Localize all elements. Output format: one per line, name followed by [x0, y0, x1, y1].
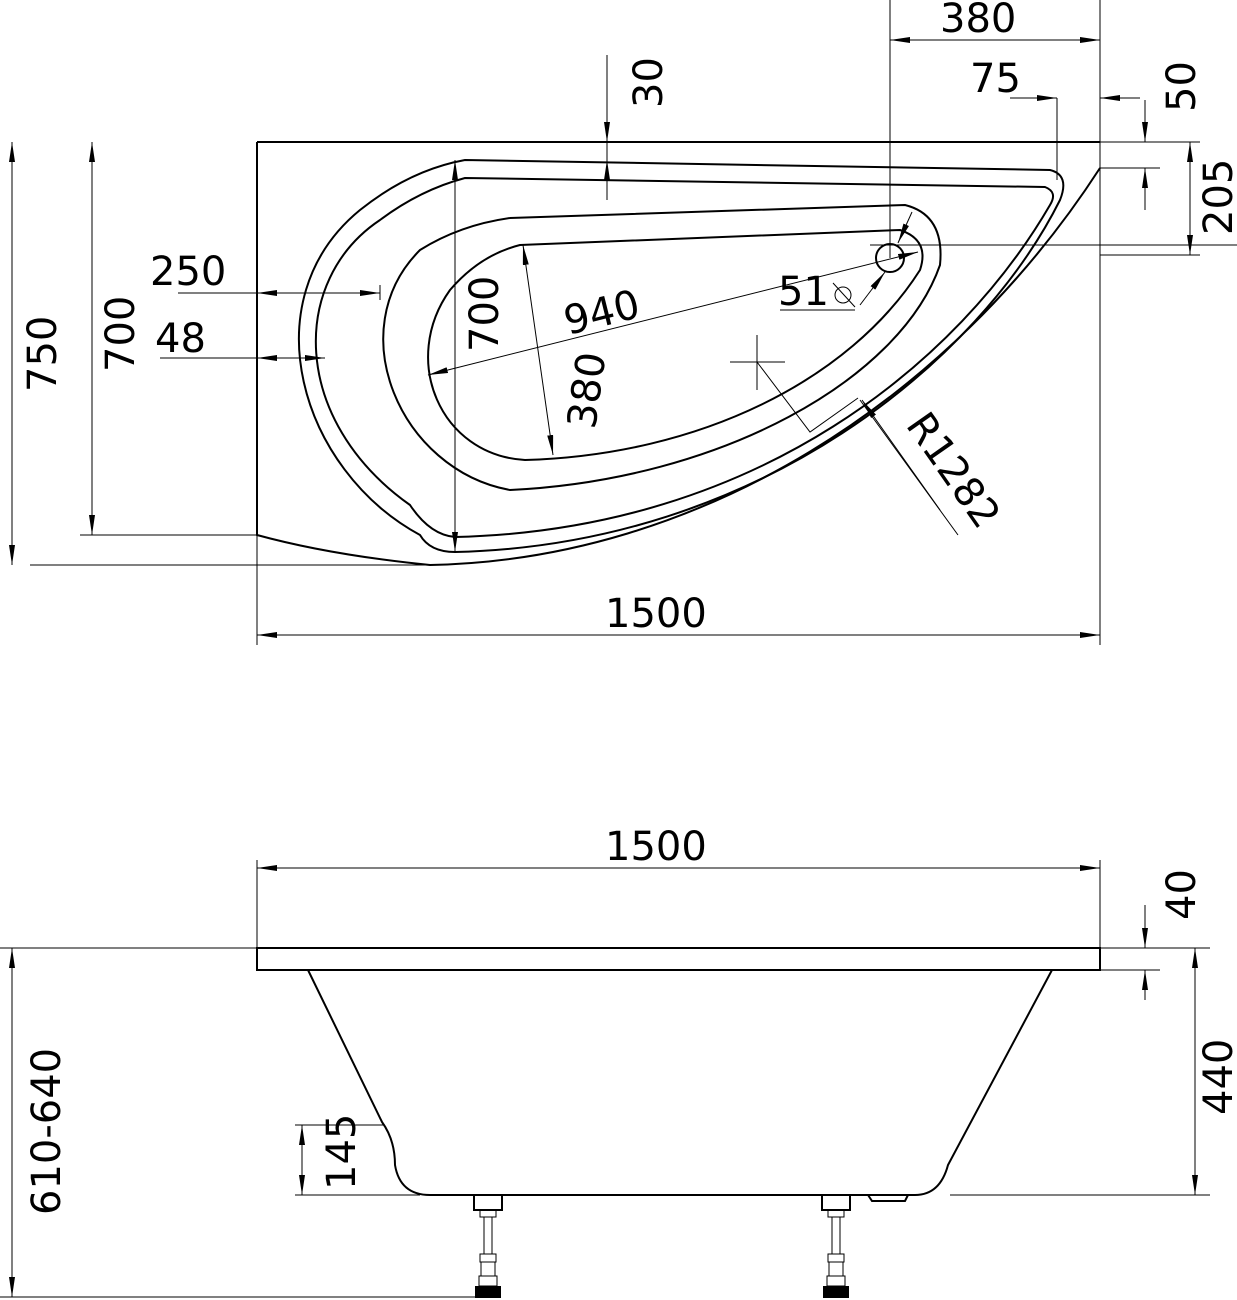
label-48: 48 — [155, 316, 206, 362]
dim-940 — [427, 251, 919, 376]
label-inner-380: 380 — [559, 349, 615, 431]
leg-left — [473, 1194, 503, 1298]
label-700: 700 — [98, 296, 144, 372]
rim-contour — [298, 158, 1065, 554]
side-dim-lines — [0, 860, 1210, 1298]
rim-inner-contour — [314, 176, 1055, 539]
dim-51-arrow-top — [897, 211, 913, 244]
label-50: 50 — [1159, 61, 1205, 112]
label-inner-700: 700 — [462, 276, 508, 352]
label-radius: R1282 — [897, 404, 1009, 537]
label-205: 205 — [1196, 159, 1237, 235]
label-30: 30 — [626, 57, 672, 108]
tub-body — [307, 969, 1053, 1196]
diameter-icon — [832, 282, 856, 308]
label-1500-side: 1500 — [605, 824, 707, 870]
leg-right — [821, 1194, 851, 1298]
top-view: 380 75 50 30 205 750 700 250 48 700 940 … — [8, 0, 1237, 645]
dim-radius-arrow — [861, 399, 941, 511]
dim-inner-380 — [522, 244, 554, 456]
label-380: 380 — [940, 0, 1016, 42]
label-51: 51 — [778, 269, 829, 315]
label-75: 75 — [970, 56, 1021, 102]
label-610-640: 610-640 — [24, 1048, 70, 1215]
label-40: 40 — [1159, 869, 1205, 920]
dim-51-arrow — [859, 271, 886, 306]
bowl-step — [382, 203, 942, 492]
tub-rim — [256, 947, 1101, 971]
label-440: 440 — [1196, 1039, 1237, 1115]
side-view: 1500 40 440 610-640 145 — [0, 824, 1237, 1298]
drain-bump — [867, 1194, 909, 1202]
label-145: 145 — [319, 1114, 365, 1190]
label-250: 250 — [150, 249, 226, 295]
center-mark — [730, 335, 859, 433]
label-1500-top: 1500 — [605, 591, 707, 637]
label-750: 750 — [20, 316, 66, 392]
label-940: 940 — [559, 282, 644, 345]
